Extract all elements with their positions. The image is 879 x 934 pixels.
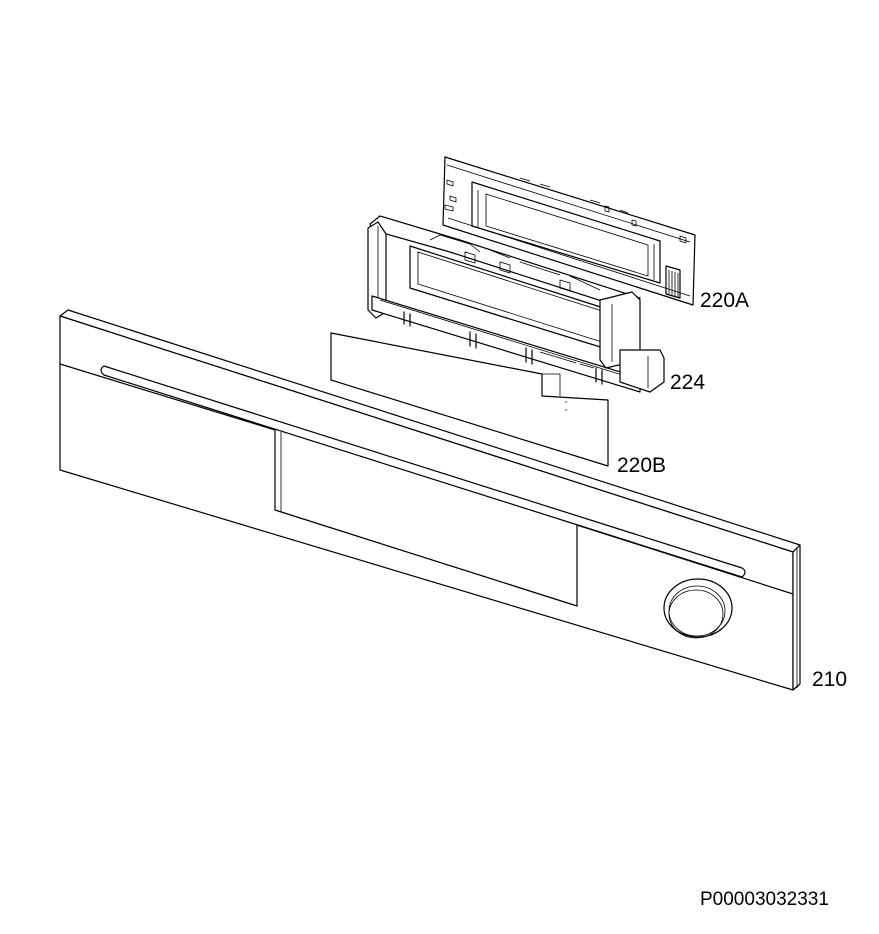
part-220a-circuit-board (442, 156, 696, 306)
label-220b: 220B (617, 454, 666, 477)
part-224-frame (367, 215, 665, 393)
part-220b-board (330, 332, 609, 467)
part-210-control-panel (59, 309, 801, 691)
label-220a: 220A (700, 289, 749, 312)
label-210: 210 (812, 668, 847, 691)
label-224: 224 (670, 371, 705, 394)
drawing-code: P00003032331 (700, 889, 829, 910)
